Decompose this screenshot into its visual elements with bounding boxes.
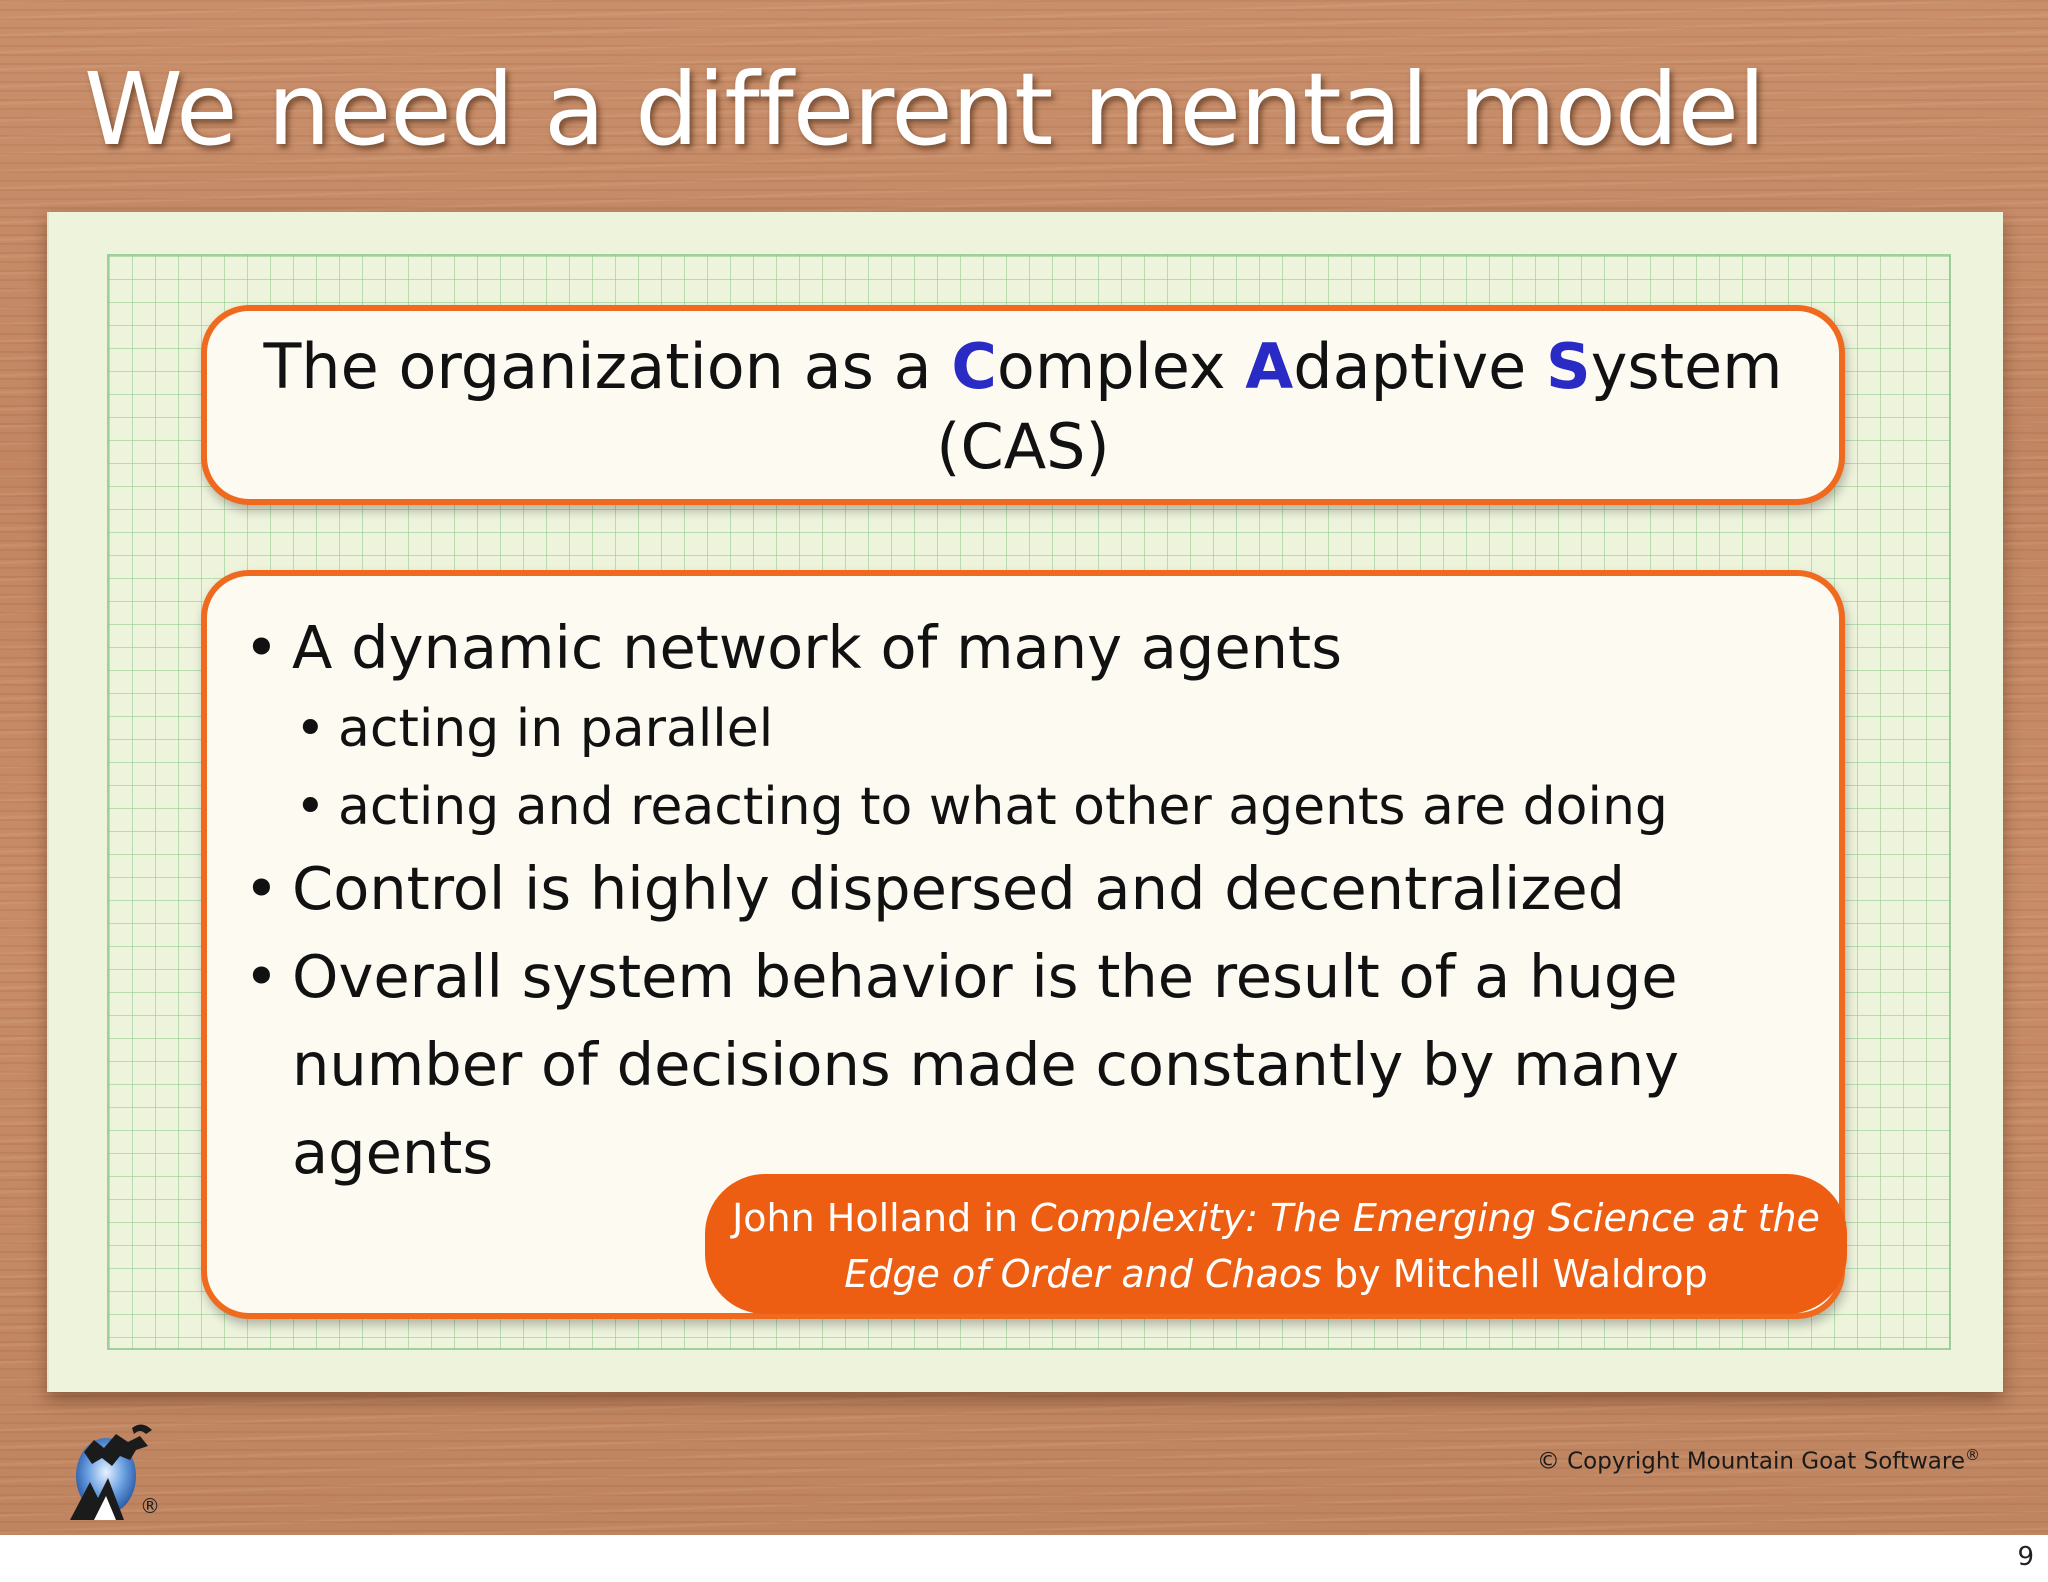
attribution-author: John Holland in [732, 1196, 1030, 1240]
accent-letter-a: A [1245, 330, 1294, 403]
attribution-book-title-cont: Edge of Order and Chaos [844, 1252, 1322, 1296]
sub-bullet-text: acting and reacting to what other agents… [338, 777, 1668, 837]
bullet-marker: • [244, 854, 279, 923]
registered-mark: ® [140, 1494, 160, 1518]
attribution-book-author: by Mitchell Waldrop [1321, 1252, 1708, 1296]
bullet-text-continued: number of decisions made constantly by m… [292, 1030, 1680, 1099]
accent-letter-s: S [1546, 330, 1591, 403]
headline-text: omplex [996, 330, 1246, 403]
cas-headline-box: The organization as a Complex Adaptive S… [201, 305, 1845, 505]
bullet-text: Overall system behavior is the result of… [292, 942, 1678, 1011]
slide: We need a different mental model The org… [0, 0, 2048, 1535]
sub-bullet-marker: • [295, 699, 326, 759]
slide-title: We need a different mental model [84, 51, 1766, 168]
cas-headline-line-2: (CAS) [936, 410, 1110, 483]
attribution-line-2: Edge of Order and Chaos by Mitchell Wald… [705, 1246, 1847, 1302]
attribution-banner: John Holland in Complexity: The Emerging… [705, 1174, 1847, 1314]
sub-bullet-marker: • [295, 777, 326, 837]
mountain-goat-logo-icon: ® [64, 1412, 160, 1524]
page-number: 9 [2017, 1542, 2034, 1572]
attribution-line-1: John Holland in Complexity: The Emerging… [705, 1190, 1847, 1246]
bullet-text: Control is highly dispersed and decentra… [292, 854, 1626, 923]
bullet-text: A dynamic network of many agents [292, 613, 1342, 682]
bullet-marker: • [244, 613, 279, 682]
bullet-marker: • [244, 942, 279, 1011]
headline-text: daptive [1293, 330, 1547, 403]
copyright-registered-mark: ® [1965, 1446, 1980, 1464]
headline-text: The organization as a [263, 330, 952, 403]
bullet-text-continued: agents [292, 1118, 494, 1187]
sub-bullet-text: acting in parallel [338, 699, 774, 759]
copyright-notice: © Copyright Mountain Goat Software® [1500, 1446, 1980, 1475]
accent-letter-c: C [951, 330, 997, 403]
headline-text: ystem [1590, 330, 1783, 403]
attribution-book-title: Complexity: The Emerging Science at the [1030, 1196, 1820, 1240]
copyright-text: © Copyright Mountain Goat Software [1536, 1448, 1965, 1475]
cas-headline-line-1: The organization as a Complex Adaptive S… [207, 327, 1839, 407]
